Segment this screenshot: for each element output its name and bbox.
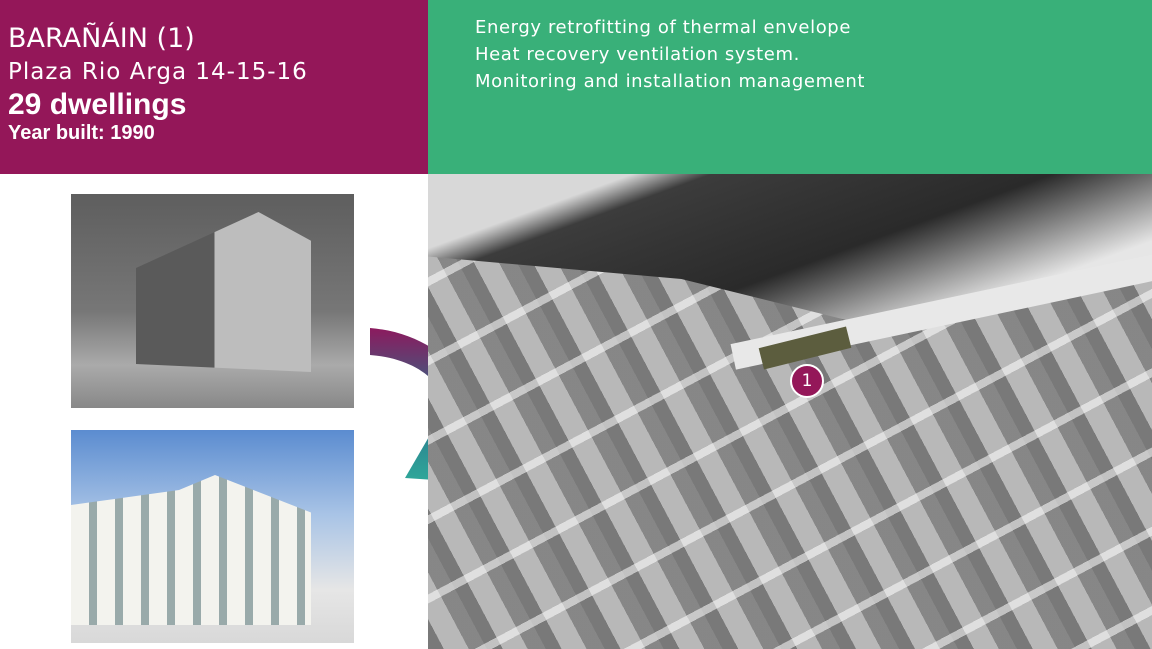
address: Plaza Rio Arga 14-15-16 <box>8 59 308 85</box>
dwellings-count: 29 dwellings <box>8 88 187 121</box>
year-built: Year built: 1990 <box>8 122 155 144</box>
measure-item: Monitoring and installation management <box>475 71 866 92</box>
photo-after-renovation <box>71 430 354 643</box>
location-marker[interactable]: 1 <box>790 364 824 398</box>
title-box: BARAÑÁIN (1) Plaza Rio Arga 14-15-16 29 … <box>0 0 428 174</box>
photo-before-renovation <box>71 194 354 408</box>
measure-item: Energy retrofitting of thermal envelope <box>475 17 852 38</box>
project-title: BARAÑÁIN (1) <box>8 23 195 54</box>
aerial-map: 1 <box>428 174 1152 649</box>
measure-item: Heat recovery ventilation system. <box>475 44 800 65</box>
measures-box: Energy retrofitting of thermal envelope … <box>428 0 1152 174</box>
